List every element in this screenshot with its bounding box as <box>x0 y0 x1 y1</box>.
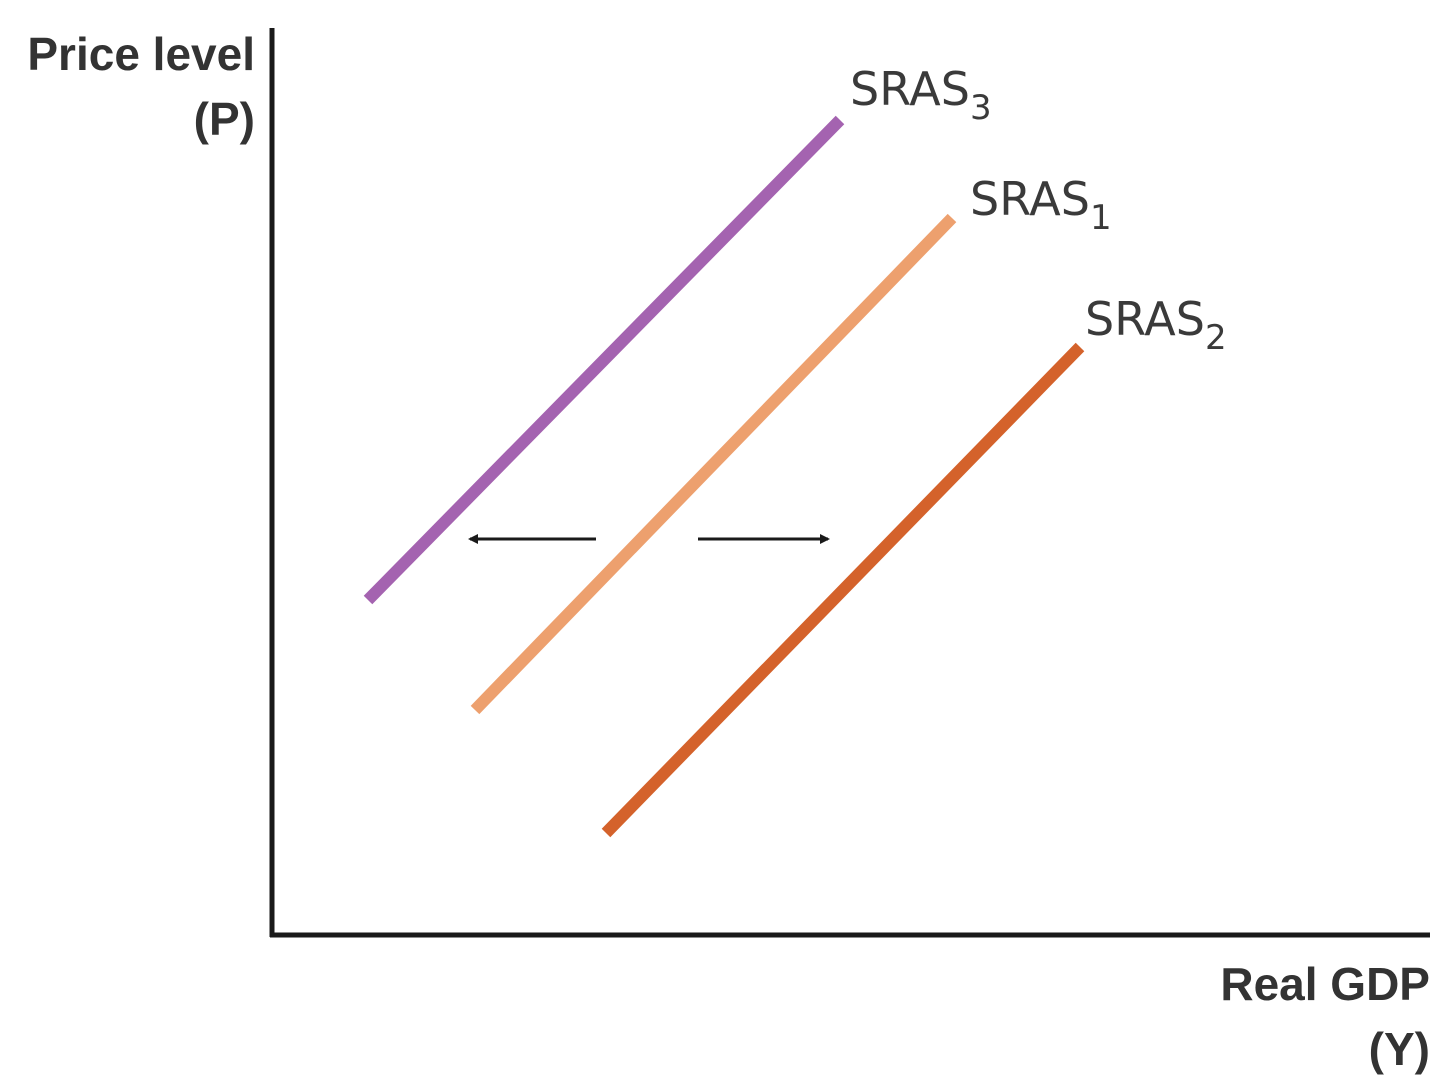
sras1-label-main: SRAS <box>970 172 1090 226</box>
sras2-curve <box>601 342 1085 838</box>
sras1-curve <box>470 213 957 715</box>
y-axis-title-line2: (P) <box>194 93 255 145</box>
x-axis-title-line2: (Y) <box>1369 1023 1430 1075</box>
sras2-label: SRAS2 <box>1085 292 1227 358</box>
sras3-curve <box>363 115 845 605</box>
sras3-label-main: SRAS <box>850 62 970 116</box>
sras2-label-subscript: 2 <box>1205 318 1227 358</box>
y-axis-title-line1: Price level <box>27 28 255 80</box>
sras2-label-main: SRAS <box>1085 292 1205 346</box>
sras3-label-subscript: 3 <box>970 88 992 128</box>
sras1-label: SRAS1 <box>970 172 1112 238</box>
sras1-label-subscript: 1 <box>1090 198 1112 238</box>
sras3-label: SRAS3 <box>850 62 992 128</box>
x-axis-title-line1: Real GDP <box>1220 958 1430 1010</box>
